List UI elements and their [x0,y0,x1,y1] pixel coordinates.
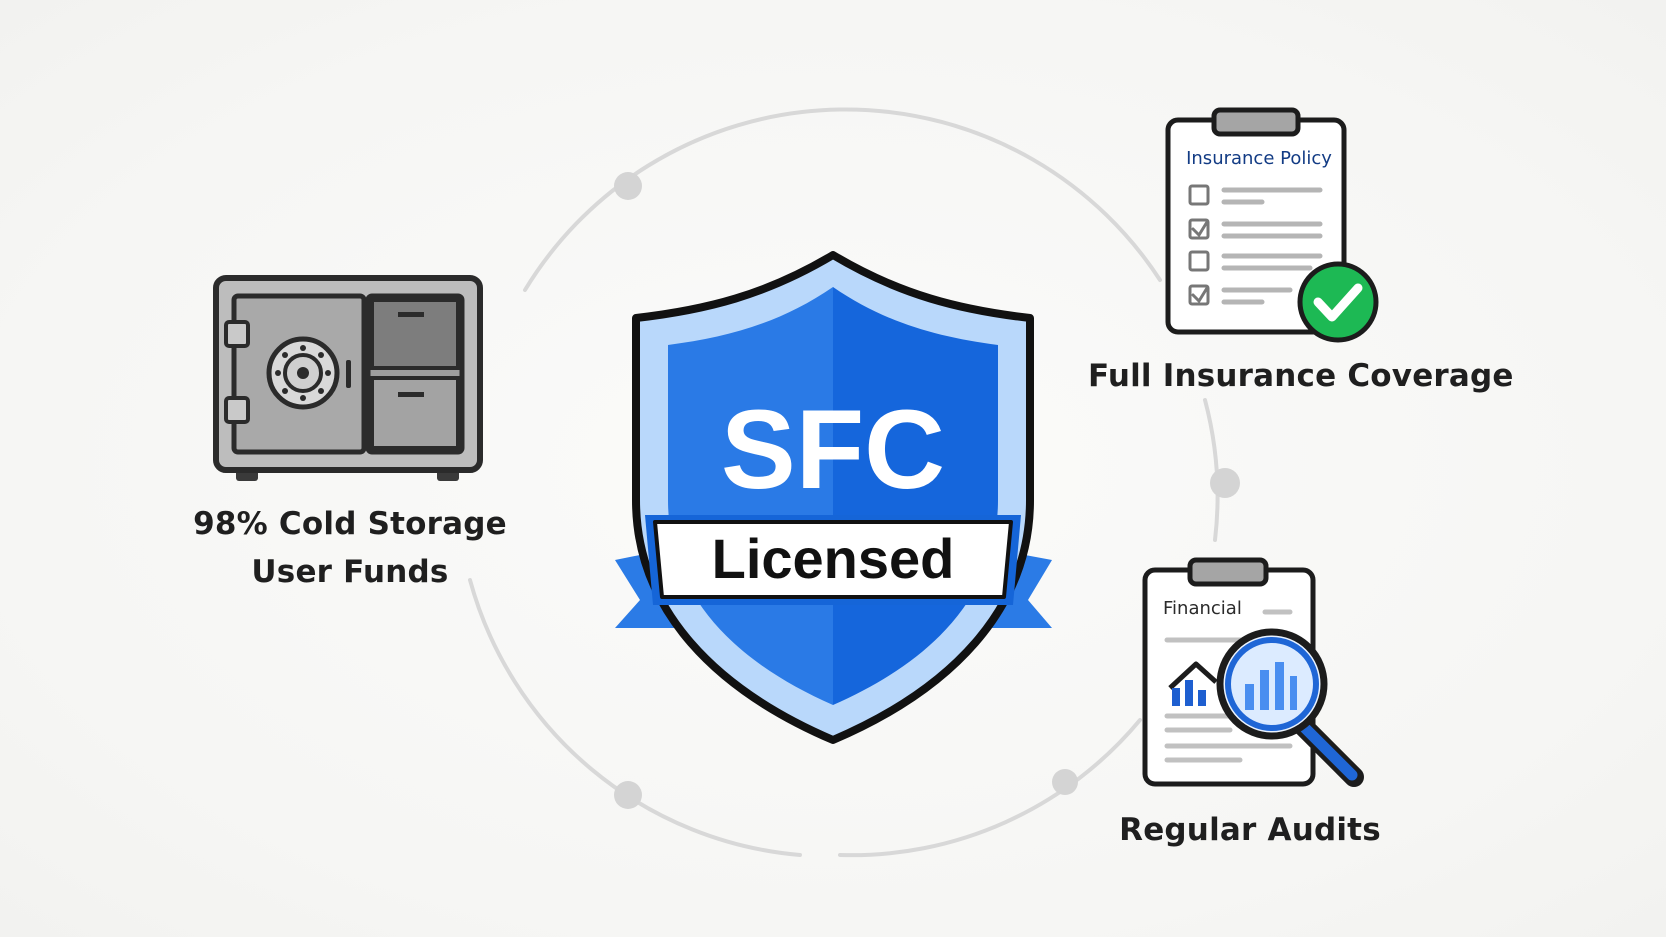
insurance-policy-icon: Insurance Policy [1165,107,1379,343]
safe-icon [213,275,483,481]
sfc-shield: SFC Licensed [615,251,1052,744]
orbit-node [1210,468,1240,498]
orbit-arc-top [523,107,1162,292]
magnifier-icon [1216,628,1364,787]
financial-audit-icon: Financial [1142,557,1364,787]
insurance-label: Full Insurance Coverage [1088,358,1514,394]
orbit-arc-bottom-right [838,718,1142,858]
audit-document-title: Financial [1163,598,1242,619]
cold-storage-line2: User Funds [251,554,449,590]
house-chart-icon [1168,661,1218,706]
audits-label: Regular Audits [1119,812,1381,848]
orbit-arc-bottom-left [468,578,802,857]
orbit-node [614,781,642,809]
shield-title: SFC [721,387,945,512]
orbit-ring [468,107,1220,858]
insurance-document-title: Insurance Policy [1186,148,1332,169]
orbit-node [614,172,642,200]
orbit-nodes [614,172,1240,809]
shield-ribbon-text: Licensed [712,527,955,590]
orbit-node [1052,769,1078,795]
check-badge-icon [1297,261,1379,343]
orbit-arc-right [1203,398,1220,542]
cold-storage-label: 98% Cold Storage User Funds [190,500,510,596]
cold-storage-line1: 98% Cold Storage [193,506,507,542]
ribbon-face [653,520,1013,599]
